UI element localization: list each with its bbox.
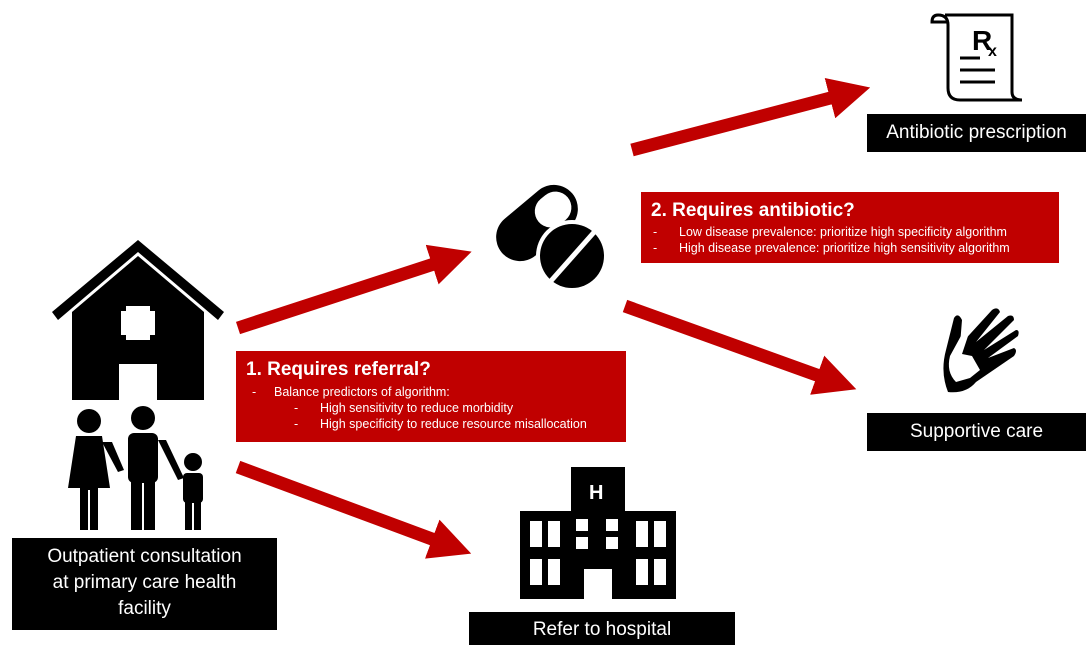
antibiotic-box: 2. Requires antibiotic? - Low disease pr… xyxy=(641,192,1059,263)
pills-icon xyxy=(496,184,608,292)
antibiotic-title: 2. Requires antibiotic? xyxy=(651,200,855,221)
referral-dash: - xyxy=(252,385,257,399)
antibiotic-point-text: High disease prevalence: prioritize high… xyxy=(679,241,1010,255)
referral-subpoint-text: High sensitivity to reduce morbidity xyxy=(320,401,514,415)
outpatient-line-3: facility xyxy=(118,598,171,619)
referral-point: - Balance predictors of algorithm: xyxy=(246,384,626,400)
prescription-icon xyxy=(930,13,1023,102)
refer-to-hospital-label: Refer to hospital xyxy=(469,612,735,645)
rx-symbol: R xyxy=(972,25,992,56)
antibiotic-point-text: Low disease prevalence: prioritize high … xyxy=(679,225,1007,239)
hospital-sign: H xyxy=(589,482,603,504)
family-icon xyxy=(68,406,203,530)
arrow-to-prescription xyxy=(630,77,871,157)
referral-subpoint: - High sensitivity to reduce morbidity xyxy=(246,400,626,416)
rx-x: x xyxy=(988,43,997,60)
refer-to-hospital-text: Refer to hospital xyxy=(532,619,672,640)
arrow-to-hospital xyxy=(235,460,472,559)
antibiotic-point: - High disease prevalence: prioritize hi… xyxy=(651,240,1059,256)
antibiotic-point-dash: - xyxy=(653,241,658,255)
referral-title: 1. Requires referral? xyxy=(246,359,431,380)
supportive-care-text: Supportive care xyxy=(909,421,1044,442)
antibiotic-prescription-label: Antibiotic prescription xyxy=(867,114,1086,152)
referral-subpoint: - High specificity to reduce resource mi… xyxy=(246,416,626,432)
antibiotic-point-dash: - xyxy=(653,225,658,239)
supportive-care-label: Supportive care xyxy=(867,413,1086,451)
referral-box: 1. Requires referral? - Balance predicto… xyxy=(236,351,626,442)
referral-subpoint-text: High specificity to reduce resource misa… xyxy=(320,417,587,431)
referral-subpoint-dash: - xyxy=(294,401,299,415)
outpatient-line-1: Outpatient consultation xyxy=(47,546,242,567)
referral-subpoint-dash: - xyxy=(294,417,299,431)
house-medical-icon xyxy=(52,240,224,400)
hospital-icon xyxy=(520,467,676,599)
antibiotic-point: - Low disease prevalence: prioritize hig… xyxy=(651,224,1059,240)
referral-point-text: Balance predictors of algorithm: xyxy=(274,385,450,399)
arrow-to-supportive-care xyxy=(622,299,857,395)
outpatient-label: Outpatient consultation at primary care … xyxy=(12,538,277,630)
antibiotic-prescription-text: Antibiotic prescription xyxy=(886,122,1067,143)
hands-icon xyxy=(943,308,1019,393)
arrow-to-pills xyxy=(235,244,472,335)
outpatient-line-2: at primary care health xyxy=(52,572,237,593)
